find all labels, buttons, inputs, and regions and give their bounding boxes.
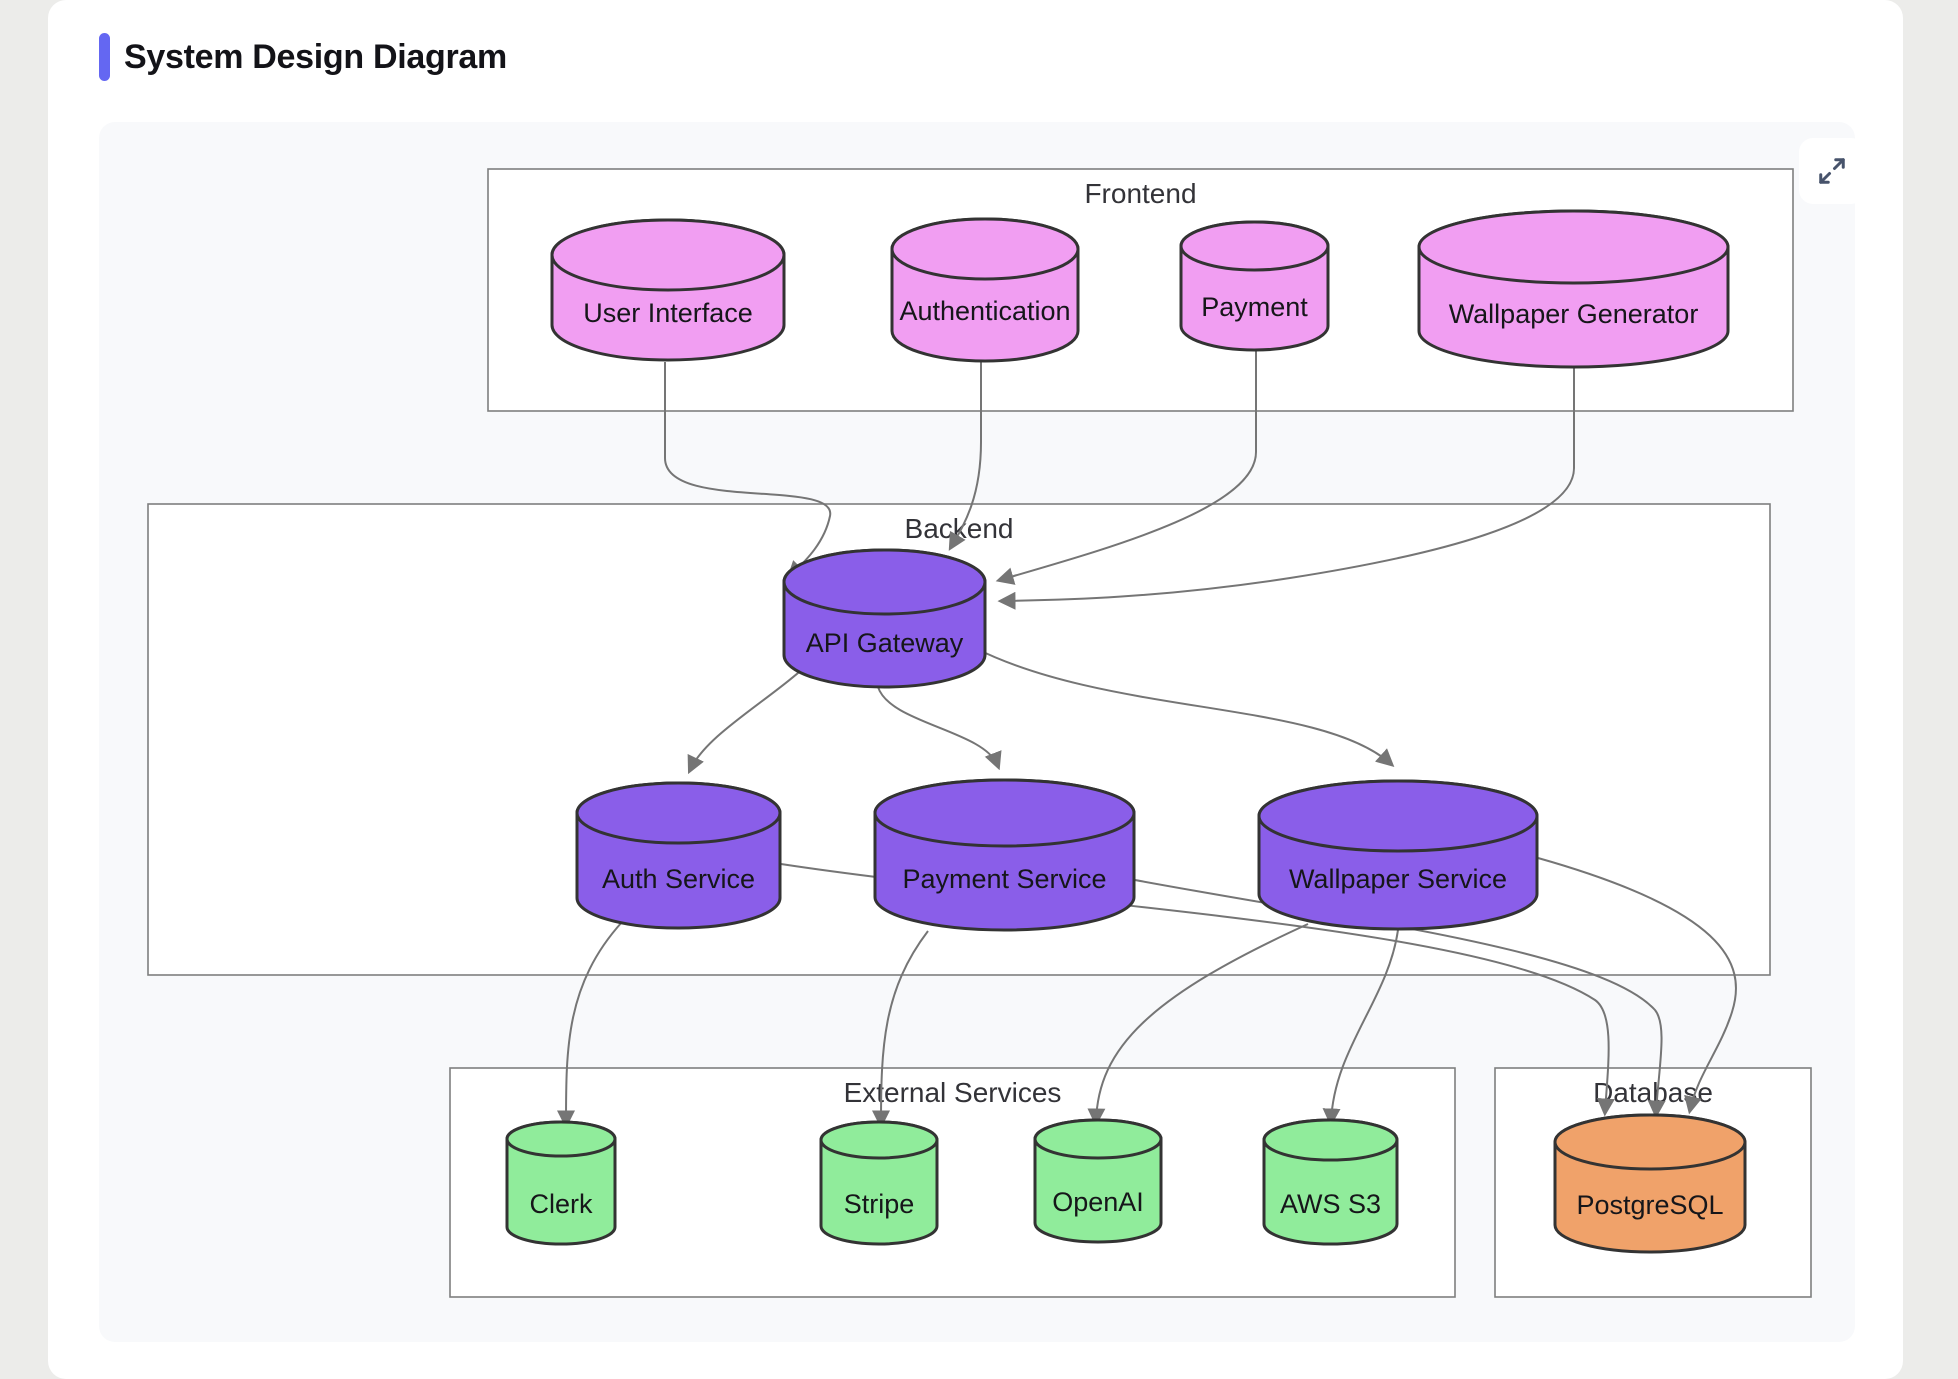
- cylinder-top-payment: [1179, 220, 1330, 272]
- cylinder-top-aws-s3: [1262, 1118, 1399, 1162]
- cylinder-top-auth-service: [575, 781, 782, 845]
- title-accent-bar: [99, 33, 110, 81]
- cylinder-top-payment-service: [873, 778, 1136, 848]
- node-label-payment-service: Payment Service: [902, 864, 1106, 894]
- node-wallpaper-service: Wallpaper Service: [1257, 779, 1539, 931]
- edge-authentication-to-api-gateway: [948, 362, 982, 551]
- node-label-authentication: Authentication: [899, 296, 1070, 326]
- cylinder-top-stripe: [819, 1120, 939, 1160]
- page-header: System Design Diagram: [99, 33, 507, 81]
- node-label-aws-s3: AWS S3: [1280, 1189, 1381, 1219]
- edge-api-gateway-to-wallpaper-service: [974, 647, 1395, 768]
- node-label-openai: OpenAI: [1052, 1187, 1144, 1217]
- node-api-gateway: API Gateway: [782, 548, 987, 689]
- node-stripe: Stripe: [819, 1120, 939, 1246]
- cylinder-top-wallpaper-service: [1257, 779, 1539, 853]
- cylinder-top-wallpaper-generator: [1417, 209, 1730, 285]
- page-title: System Design Diagram: [124, 37, 507, 76]
- node-label-clerk: Clerk: [529, 1189, 593, 1219]
- cylinder-top-postgresql: [1553, 1113, 1747, 1171]
- cylinder-top-openai: [1033, 1118, 1163, 1160]
- node-aws-s3: AWS S3: [1262, 1118, 1399, 1246]
- node-postgresql: PostgreSQL: [1553, 1113, 1747, 1254]
- cluster-label-frontend: Frontend: [1084, 178, 1196, 209]
- edge-payment-service-to-stripe: [872, 930, 929, 1129]
- expand-diagram-button[interactable]: [1799, 138, 1865, 204]
- node-payment: Payment: [1179, 220, 1330, 352]
- node-auth-service: Auth Service: [575, 781, 782, 930]
- edge-payment-to-api-gateway: [995, 351, 1257, 585]
- edge-wallpaper-service-to-aws-s3: [1322, 929, 1399, 1127]
- cylinder-top-user-interface: [550, 218, 786, 292]
- node-authentication: Authentication: [890, 217, 1080, 363]
- node-label-postgresql: PostgreSQL: [1576, 1190, 1723, 1220]
- node-label-user-interface: User Interface: [583, 298, 753, 328]
- node-label-api-gateway: API Gateway: [806, 628, 964, 658]
- node-label-wallpaper-generator: Wallpaper Generator: [1449, 299, 1699, 329]
- node-openai: OpenAI: [1033, 1118, 1163, 1244]
- edge-wallpaper-service-to-openai: [1087, 923, 1309, 1127]
- cylinder-top-api-gateway: [782, 548, 987, 616]
- edge-wallpaper-service-to-postgresql: [1537, 857, 1737, 1115]
- edge-user-interface-to-api-gateway: [664, 362, 832, 580]
- node-label-wallpaper-service: Wallpaper Service: [1289, 864, 1507, 894]
- edge-api-gateway-to-payment-service: [877, 686, 1002, 771]
- node-label-auth-service: Auth Service: [602, 864, 755, 894]
- expand-diagonal-icon: [1819, 158, 1845, 184]
- node-label-payment: Payment: [1201, 292, 1308, 322]
- node-user-interface: User Interface: [550, 218, 786, 362]
- cylinder-top-authentication: [890, 217, 1080, 281]
- node-label-stripe: Stripe: [844, 1189, 915, 1219]
- edge-wallpaper-generator-to-api-gateway: [997, 368, 1575, 610]
- edge-auth-service-to-clerk: [557, 921, 623, 1129]
- cluster-label-backend: Backend: [905, 513, 1014, 544]
- node-clerk: Clerk: [505, 1120, 617, 1246]
- node-payment-service: Payment Service: [873, 778, 1136, 932]
- cluster-label-external-services: External Services: [844, 1077, 1062, 1108]
- cylinder-top-clerk: [505, 1120, 617, 1158]
- node-wallpaper-generator: Wallpaper Generator: [1417, 209, 1730, 369]
